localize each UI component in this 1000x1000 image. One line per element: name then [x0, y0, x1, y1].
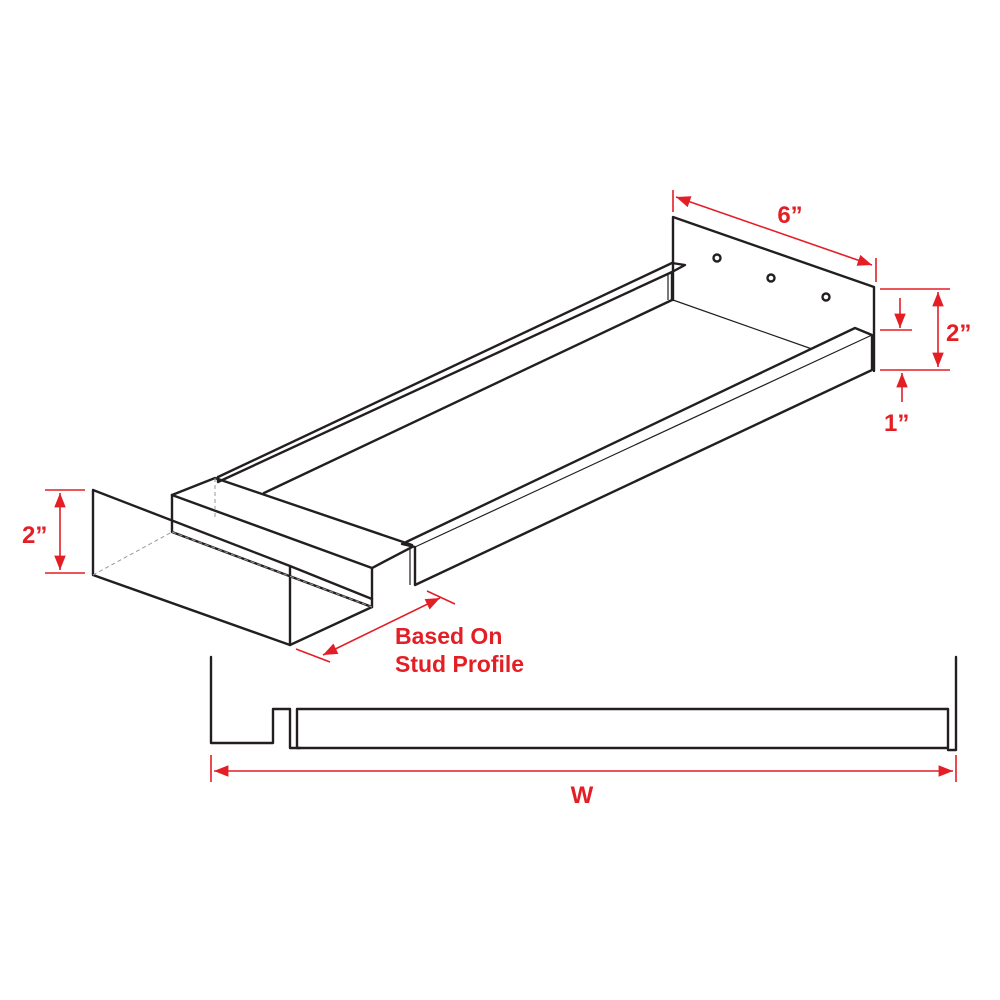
- depth-label: 6”: [777, 202, 802, 229]
- left-rail: [216, 261, 687, 495]
- screw-hole: [712, 253, 722, 263]
- tray-isometric: [170, 215, 876, 609]
- height-left-label: 2”: [22, 522, 47, 549]
- screw-hole: [766, 273, 776, 283]
- stud-note-line2: Stud Profile: [395, 651, 524, 677]
- height-right-label: 2”: [946, 320, 971, 347]
- front-rail: [400, 326, 874, 587]
- tray-profile: [209, 655, 958, 752]
- width-label: W: [571, 782, 594, 809]
- dimension-lines: [45, 190, 957, 782]
- offset-label: 1”: [884, 410, 909, 437]
- screw-hole: [821, 292, 831, 302]
- stud-channel: [91, 488, 374, 647]
- stud-note-line1: Based On: [395, 623, 502, 649]
